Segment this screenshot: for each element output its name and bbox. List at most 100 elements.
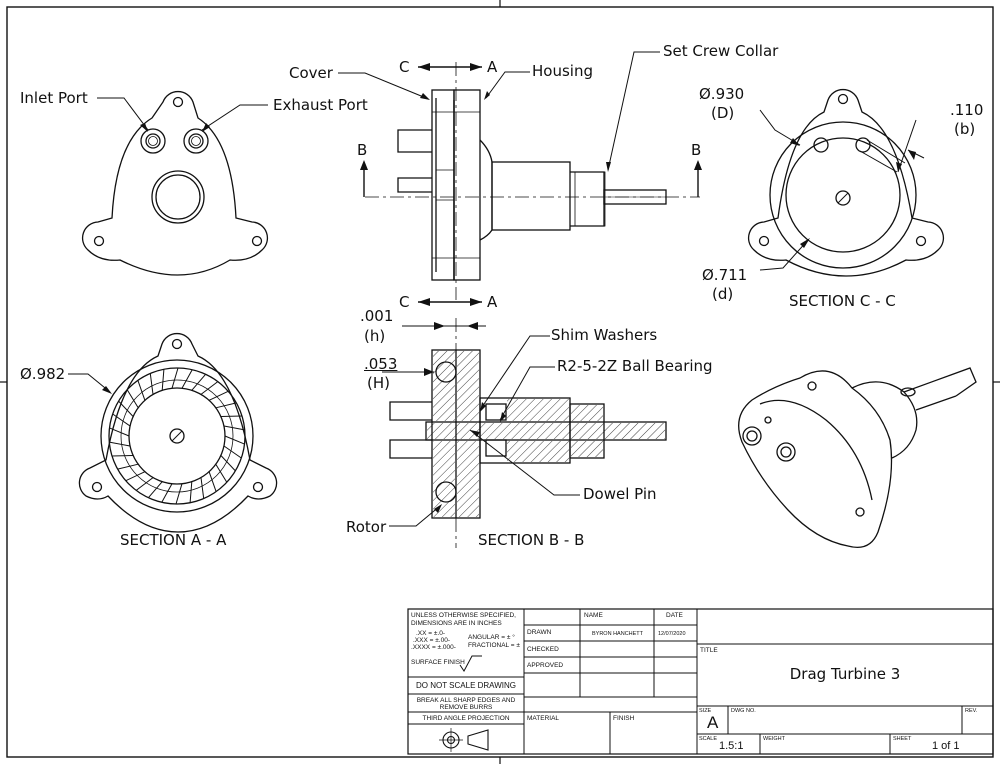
label-dia-711-tag: (d) bbox=[712, 285, 734, 303]
label-dowel-pin: Dowel Pin bbox=[583, 485, 657, 503]
side-view bbox=[397, 89, 667, 281]
rotor-blade bbox=[161, 369, 165, 391]
break-edges-note-1: BREAK ALL SHARP EDGES AND bbox=[416, 697, 516, 704]
side-view-leaders bbox=[338, 51, 660, 171]
material-label: MATERIAL bbox=[527, 715, 560, 722]
section-aa-arrowhead bbox=[102, 386, 112, 394]
section-cc-title: SECTION C - C bbox=[789, 292, 896, 310]
label-inlet-port: Inlet Port bbox=[20, 89, 88, 107]
front-view bbox=[81, 90, 269, 276]
title-header: TITLE bbox=[700, 647, 718, 654]
section-aa-title: SECTION A - A bbox=[120, 531, 227, 549]
sheet-value: 1 of 1 bbox=[932, 740, 960, 752]
label-section-b-right: B bbox=[691, 141, 702, 159]
rev-header: REV. bbox=[965, 708, 978, 714]
leader-arrows bbox=[140, 123, 210, 132]
section-aa-leader bbox=[68, 373, 111, 393]
label-shim-washers: Shim Washers bbox=[551, 326, 658, 344]
label-dia-711: Ø.711 bbox=[702, 266, 748, 284]
rotor-blade bbox=[208, 471, 217, 492]
drawn-date: 12/07/2020 bbox=[658, 631, 686, 637]
tolerance-angular: ANGULAR = ± ° bbox=[468, 634, 515, 641]
drawing-title: Drag Turbine 3 bbox=[789, 665, 901, 683]
rotor-blade bbox=[137, 380, 146, 401]
rotor-blade bbox=[200, 477, 205, 499]
break-edges-note-2: REMOVE BURRS bbox=[439, 704, 493, 711]
rotor-blade bbox=[109, 427, 130, 437]
rotor-blade bbox=[215, 402, 237, 409]
section-bb-hatching bbox=[427, 351, 665, 517]
label-dim-001-tag: (h) bbox=[364, 327, 386, 345]
sheet-header: SHEET bbox=[893, 736, 912, 742]
finish-label: FINISH bbox=[613, 715, 635, 722]
rotor-blade bbox=[112, 413, 131, 427]
name-header: NAME bbox=[584, 612, 603, 619]
dwg-no-header: DWG NO. bbox=[731, 708, 756, 714]
section-cc-view bbox=[747, 88, 945, 277]
rotor-blade bbox=[148, 481, 163, 499]
section-bb-arrowheads bbox=[418, 298, 506, 513]
rotor-blade bbox=[215, 463, 228, 483]
title-block: UNLESS OTHERWISE SPECIFIED, DIMENSIONS A… bbox=[408, 609, 993, 754]
isometric-view bbox=[738, 367, 977, 549]
label-dim-053-tag: (H) bbox=[367, 374, 390, 392]
label-dim-001: .001 bbox=[360, 307, 394, 325]
rotor-blade bbox=[117, 463, 139, 470]
drawn-name: BYRON HANCHETT bbox=[592, 631, 644, 637]
tolerance-fractional: FRACTIONAL = ± bbox=[468, 642, 520, 649]
label-section-b-left: B bbox=[357, 141, 368, 159]
surface-finish-label: SURFACE FINISH bbox=[411, 659, 465, 666]
label-dim-110: .110 bbox=[950, 101, 984, 119]
label-dia-982: Ø.982 bbox=[20, 365, 66, 383]
tolerance-xx: .XX = ±.0- bbox=[416, 630, 446, 637]
rotor-blade bbox=[223, 425, 245, 431]
rotor-blade bbox=[191, 373, 206, 391]
cutting-plane-bb bbox=[363, 166, 699, 197]
tolerance-note-2: DIMENSIONS ARE IN INCHES bbox=[411, 620, 502, 627]
approved-label: APPROVED bbox=[527, 662, 564, 669]
rotor-blade bbox=[189, 481, 193, 503]
rotor-blade bbox=[149, 373, 154, 395]
label-section-c-bottom: C bbox=[399, 293, 410, 311]
rotor-blade bbox=[118, 400, 134, 417]
label-dim-053: .053 bbox=[364, 355, 398, 373]
label-rotor: Rotor bbox=[346, 518, 387, 536]
tolerance-xxx: .XXX = ±.00- bbox=[413, 637, 450, 644]
label-cover: Cover bbox=[289, 64, 333, 82]
tolerance-note-1: UNLESS OTHERWISE SPECIFIED, bbox=[411, 612, 516, 619]
label-dia-930-tag: (D) bbox=[711, 104, 735, 122]
rotor-blade bbox=[111, 455, 134, 457]
label-housing: Housing bbox=[532, 62, 593, 80]
rotor-blade bbox=[220, 455, 236, 472]
label-dim-110-tag: (b) bbox=[954, 120, 976, 138]
label-section-c-top: C bbox=[399, 58, 410, 76]
rotor-blade bbox=[161, 483, 173, 503]
label-ball-bearing: R2-5-2Z Ball Bearing bbox=[557, 357, 713, 375]
rotor-blade bbox=[171, 367, 179, 389]
rotor-blade bbox=[109, 441, 131, 447]
rotor-blade bbox=[126, 389, 139, 409]
side-view-arrowheads bbox=[360, 63, 702, 172]
scale-value: 1.5:1 bbox=[719, 740, 744, 752]
do-not-scale-note: DO NOT SCALE DRAWING bbox=[415, 681, 516, 690]
drawn-label: DRAWN bbox=[527, 629, 552, 636]
section-aa-rotor-blades bbox=[109, 367, 245, 505]
label-exhaust-port: Exhaust Port bbox=[273, 96, 368, 114]
rotor-blade bbox=[200, 381, 219, 395]
label-dia-930: Ø.930 bbox=[699, 85, 745, 103]
section-aa-view bbox=[78, 332, 278, 533]
rotor-blade bbox=[208, 390, 229, 401]
section-cc-arrowheads bbox=[790, 138, 916, 248]
rotor-blade bbox=[175, 483, 183, 505]
section-cc-leaders bbox=[759, 109, 925, 271]
tolerance-xxxx: .XXXX = ±.000- bbox=[411, 644, 456, 651]
size-header: SIZE bbox=[699, 708, 712, 714]
checked-label: CHECKED bbox=[527, 646, 559, 653]
rotor-blade bbox=[181, 369, 193, 389]
section-bb-title: SECTION B - B bbox=[478, 531, 585, 549]
section-bb-leaders bbox=[389, 335, 580, 527]
size-value: A bbox=[707, 713, 719, 732]
label-section-a-bottom: A bbox=[487, 293, 498, 311]
